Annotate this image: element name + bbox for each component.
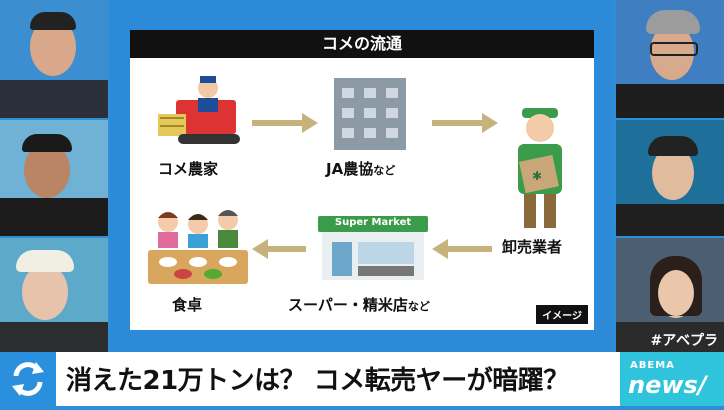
panelist-video-2 xyxy=(0,120,108,236)
panelist-video-5 xyxy=(616,120,724,236)
slide-title: コメの流通 xyxy=(130,30,594,58)
abema-news-logo: ABEMA news/ xyxy=(620,352,724,406)
svg-text:✱: ✱ xyxy=(532,169,542,183)
arrow-farmer-to-ja xyxy=(252,113,318,133)
distribution-slide: コメの流通 コメ農家 JA農協など ✱ 卸売業者 xyxy=(130,30,594,330)
wholesaler-worker-icon: ✱ xyxy=(518,108,562,228)
arrow-ja-to-wholesaler xyxy=(432,113,498,133)
panelist-video-3 xyxy=(0,238,108,352)
panelist-face xyxy=(22,264,68,320)
building-icon xyxy=(334,78,406,150)
headline-text: 消えた21万トンは？ コメ転売ヤーが暗躍？ xyxy=(66,366,569,396)
hashtag: #アベプラ xyxy=(650,333,718,349)
node-ja: JA農協など xyxy=(326,160,396,178)
store-sign: Super Market xyxy=(334,217,412,228)
family-dining-icon xyxy=(148,210,248,284)
panelist-video-4 xyxy=(616,0,724,118)
node-wholesaler: 卸売業者 xyxy=(502,238,563,256)
node-table: 食卓 xyxy=(172,296,203,314)
node-supermarket: スーパー・精米店など xyxy=(288,296,430,314)
refresh-icon xyxy=(0,352,56,406)
headline-ticker: 消えた21万トンは？ コメ転売ヤーが暗躍？ xyxy=(0,352,724,406)
farmer-harvester-icon xyxy=(158,76,240,144)
glasses-icon xyxy=(650,42,698,56)
node-farmer: コメ農家 xyxy=(158,160,219,178)
arrow-wholesaler-to-supermarket xyxy=(432,239,492,259)
panelist-video-1 xyxy=(0,0,108,118)
arrow-supermarket-to-table xyxy=(252,239,306,259)
panelist-video-6 xyxy=(616,238,724,352)
supermarket-icon xyxy=(318,216,428,280)
image-note: イメージ xyxy=(536,305,588,324)
